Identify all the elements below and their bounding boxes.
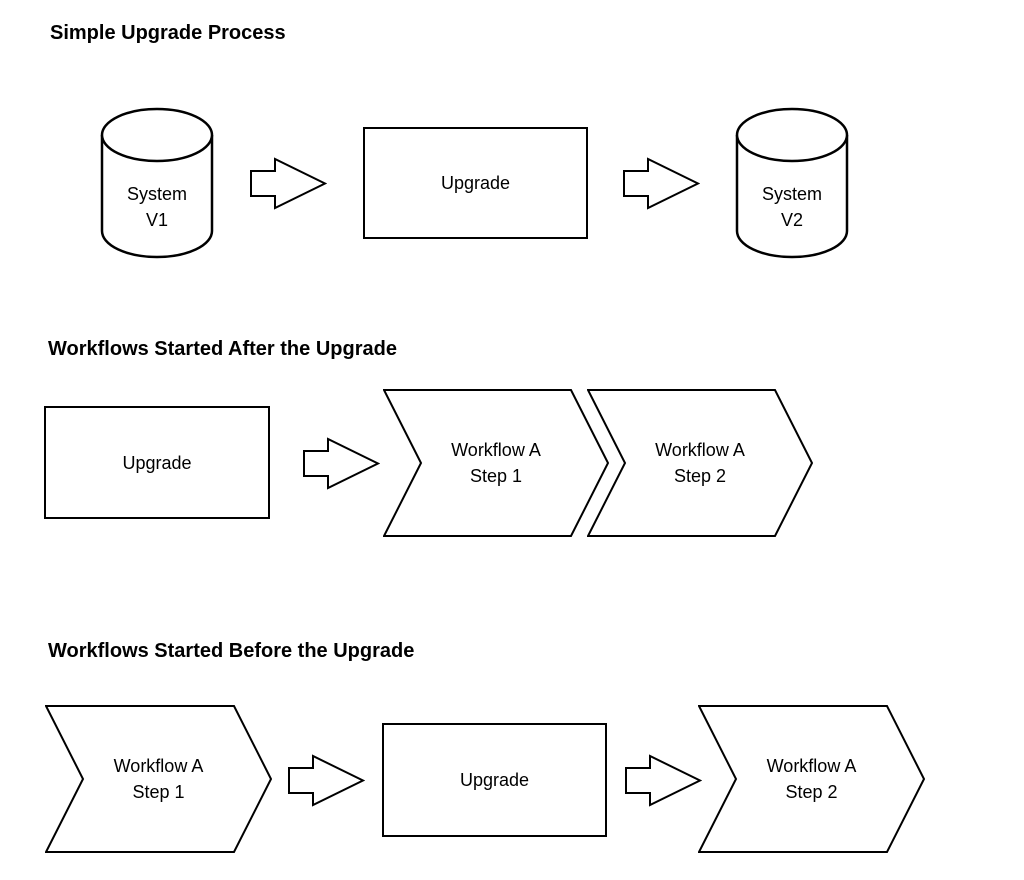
chevron-shape — [698, 705, 925, 853]
right-arrow-icon — [250, 157, 327, 210]
workflow-a-step2-chevron-before: Workflow A Step 2 — [698, 705, 925, 853]
block-arrow-icon — [303, 437, 380, 490]
workflow-a-step1-chevron-after: Workflow A Step 1 — [383, 389, 609, 537]
right-arrow-icon — [625, 754, 702, 807]
block-arrow-icon — [625, 754, 702, 807]
section-1-title: Simple Upgrade Process — [50, 22, 286, 44]
workflow-a-step1-chevron-before: Workflow A Step 1 — [45, 705, 272, 853]
upgrade-box-3: Upgrade — [382, 723, 607, 837]
workflow-a-step2-label: Workflow A Step 2 — [766, 756, 857, 802]
section-3-title: Workflows Started Before the Upgrade — [48, 640, 415, 662]
block-arrow-icon — [288, 754, 365, 807]
chevron-shape — [383, 389, 609, 537]
right-arrow-icon — [623, 157, 700, 210]
workflow-a-step1-label: Workflow A Step 1 — [451, 440, 541, 486]
right-arrow-icon — [288, 754, 365, 807]
workflow-a-step1-label: Workflow A Step 1 — [113, 756, 204, 802]
system-v1-label: System V1 — [126, 184, 187, 230]
upgrade-box-2: Upgrade — [44, 406, 270, 519]
upgrade-label-2: Upgrade — [122, 452, 192, 473]
upgrade-label-3: Upgrade — [459, 770, 530, 790]
upgrade-box-1: Upgrade — [363, 127, 588, 239]
block-arrow-icon — [623, 157, 700, 210]
database-cylinder-icon — [100, 107, 214, 259]
system-v2-cylinder: System V2 — [735, 107, 849, 259]
workflow-a-step2-chevron-after: Workflow A Step 2 — [587, 389, 813, 537]
workflow-a-step2-label: Workflow A Step 2 — [655, 440, 745, 486]
system-v1-cylinder: System V1 — [100, 107, 214, 259]
upgrade-label-1: Upgrade — [440, 173, 511, 193]
chevron-shape — [45, 705, 272, 853]
database-cylinder-icon — [735, 107, 849, 259]
chevron-shape — [587, 389, 813, 537]
section-2-title: Workflows Started After the Upgrade — [48, 338, 397, 360]
system-v2-label: System V2 — [761, 184, 822, 230]
right-arrow-icon — [303, 437, 380, 490]
block-arrow-icon — [250, 157, 327, 210]
